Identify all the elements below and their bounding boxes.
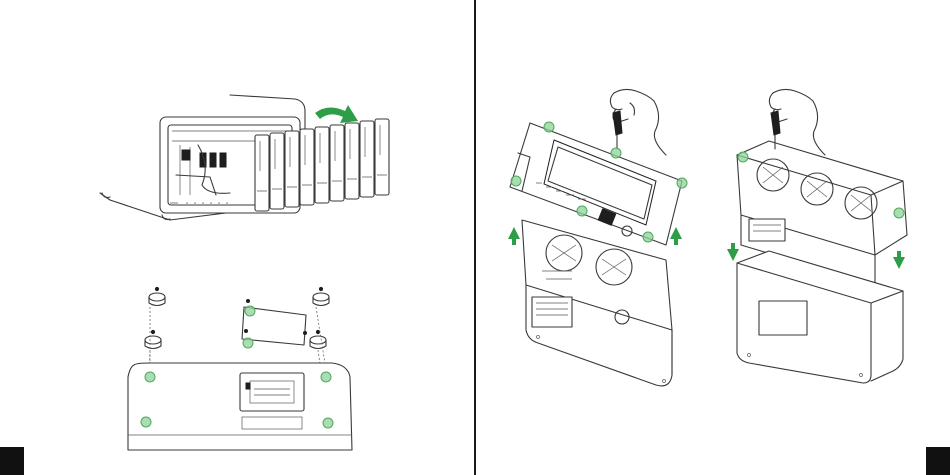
arrow-down-icon xyxy=(727,243,739,261)
screw-highlight-icon xyxy=(738,152,748,162)
hand-with-screwdriver xyxy=(610,89,666,155)
left-page xyxy=(0,0,474,475)
screw-highlight-icon xyxy=(677,178,687,188)
screw-highlight-icon xyxy=(141,417,151,427)
screw-highlight-icon xyxy=(243,338,253,348)
screw-highlight-icon xyxy=(577,206,587,216)
screw-highlight-icon xyxy=(544,122,554,132)
screw-highlight-icon xyxy=(323,418,333,428)
right-page xyxy=(476,0,950,475)
curved-arrow-right-icon xyxy=(315,105,358,123)
drive-trays xyxy=(255,119,389,211)
screw-highlight-icon xyxy=(145,372,155,382)
top-panel-removal-figure xyxy=(496,85,706,400)
arrow-up-icon xyxy=(670,227,682,245)
screw-highlight-icon xyxy=(245,306,255,316)
drive-tray-removal-figure xyxy=(90,85,400,230)
screw-highlight-icon xyxy=(894,208,904,218)
page-tab-left xyxy=(0,447,24,475)
hand-with-screwdriver xyxy=(769,89,825,155)
page-tab-right xyxy=(926,447,950,475)
screw-highlight-icon xyxy=(643,232,653,242)
foot-removal-figure xyxy=(120,285,360,460)
screw-highlight-icon xyxy=(321,372,331,382)
arrow-down-icon xyxy=(893,251,905,269)
arrow-up-icon xyxy=(508,227,520,245)
chassis-removal-figure xyxy=(721,85,931,385)
screw-highlight-icon xyxy=(611,148,621,158)
screw-highlight-icon xyxy=(511,176,521,186)
